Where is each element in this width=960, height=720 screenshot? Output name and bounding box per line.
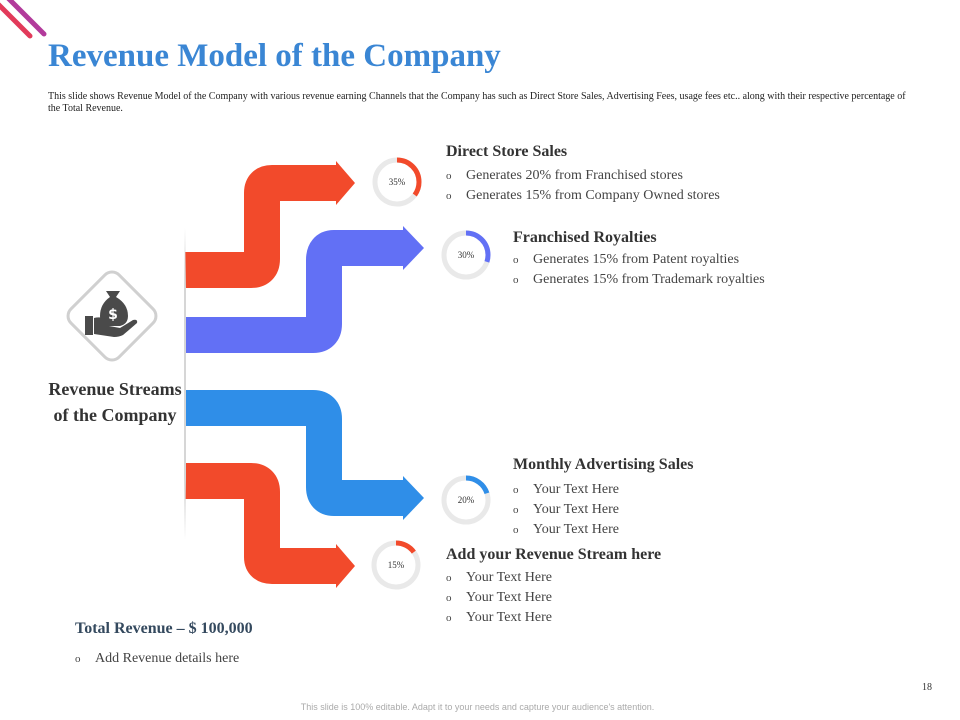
stream-title-monthly-advertising: Monthly Advertising Sales <box>513 456 694 473</box>
donut-label-direct-store-sales: 35% <box>388 177 406 187</box>
corner-stripes-decoration <box>0 0 47 39</box>
donut-monthly-advertising: 20% <box>441 475 491 525</box>
arrowhead-franchised-royalties <box>403 226 424 270</box>
donut-label-monthly-advertising: 20% <box>457 495 475 505</box>
stream-title-franchised-royalties: Franchised Royalties <box>513 229 657 246</box>
stream-title-add-revenue-stream: Add your Revenue Stream here <box>446 546 662 563</box>
donut-arc-monthly-advertising <box>441 475 491 525</box>
page-title: Revenue Model of the Company <box>48 38 501 74</box>
donut-franchised-royalties: 30% <box>441 230 491 280</box>
donut-label-add-revenue-stream: 15% <box>387 560 405 570</box>
page-number: 18 <box>922 682 932 693</box>
money-bag-hand-icon <box>85 291 138 337</box>
footer-note: This slide is 100% editable. Adapt it to… <box>300 702 655 712</box>
donut-add-revenue-stream: 15% <box>371 540 421 590</box>
donut-arc-franchised-royalties <box>441 230 491 280</box>
arrow-add-revenue-stream <box>185 463 338 584</box>
arrow-direct-store-sales <box>185 165 338 288</box>
arrowhead-monthly-advertising <box>403 476 424 520</box>
donut-arc-add-revenue-stream <box>371 540 421 590</box>
stream-title-direct-store-sales: Direct Store Sales <box>446 143 568 160</box>
revenue-icon-diamond: $ <box>54 258 170 374</box>
donut-direct-store-sales: 35% <box>372 157 422 207</box>
arrowhead-add-revenue-stream <box>336 544 355 588</box>
page-subtitle: This slide shows Revenue Model of the Co… <box>48 91 906 114</box>
svg-text:$: $ <box>108 307 118 323</box>
center-label: Revenue Streams of the Company <box>48 379 182 425</box>
donut-label-franchised-royalties: 30% <box>457 250 475 260</box>
donut-arc-direct-store-sales <box>372 157 422 207</box>
arrow-franchised-royalties <box>185 230 405 353</box>
total-revenue-title: Total Revenue – $ 100,000 <box>75 620 253 637</box>
center-divider <box>184 228 186 540</box>
arrowhead-direct-store-sales <box>336 161 355 205</box>
arrow-monthly-advertising <box>185 390 405 516</box>
